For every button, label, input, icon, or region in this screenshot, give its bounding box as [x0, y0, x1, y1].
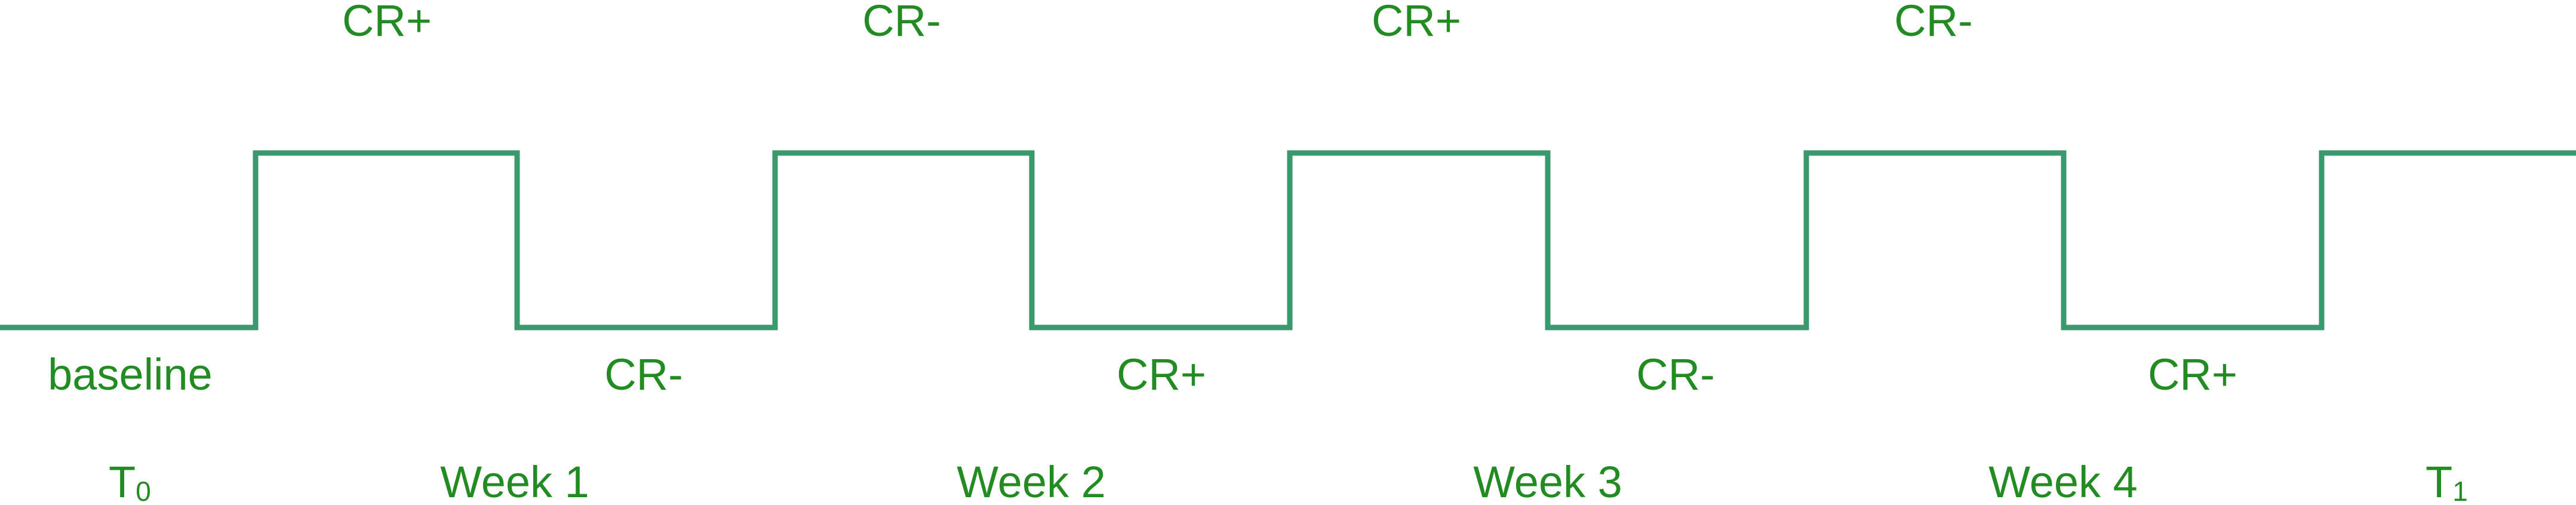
bottom-condition-label-3: CR-: [1636, 350, 1715, 399]
condition-waveform: [0, 150, 2576, 330]
week-label-2: Week 2: [957, 457, 1106, 505]
top-condition-label-1: CR+: [342, 0, 432, 45]
top-condition-label-4: CR-: [1894, 0, 1973, 45]
week-label-1: Week 1: [440, 457, 589, 505]
bottom-condition-label-4: CR+: [2148, 350, 2237, 399]
baseline-label: baseline: [48, 350, 213, 399]
top-condition-label-2: CR-: [862, 0, 941, 45]
timepoint-start-main: T: [109, 457, 136, 505]
week-label-3: Week 3: [1473, 457, 1622, 505]
week-label-4: Week 4: [1988, 457, 2138, 505]
top-condition-label-3: CR+: [1372, 0, 1461, 45]
timepoint-end-main: T: [2426, 457, 2452, 505]
timepoint-end-subscript: 1: [2452, 476, 2468, 505]
timepoint-start-subscript: 0: [136, 476, 151, 505]
bottom-condition-label-1: CR-: [604, 350, 683, 399]
bottom-condition-label-2: CR+: [1117, 350, 1206, 399]
timepoint-start: T0: [109, 457, 151, 505]
timepoint-end: T1: [2426, 457, 2468, 505]
